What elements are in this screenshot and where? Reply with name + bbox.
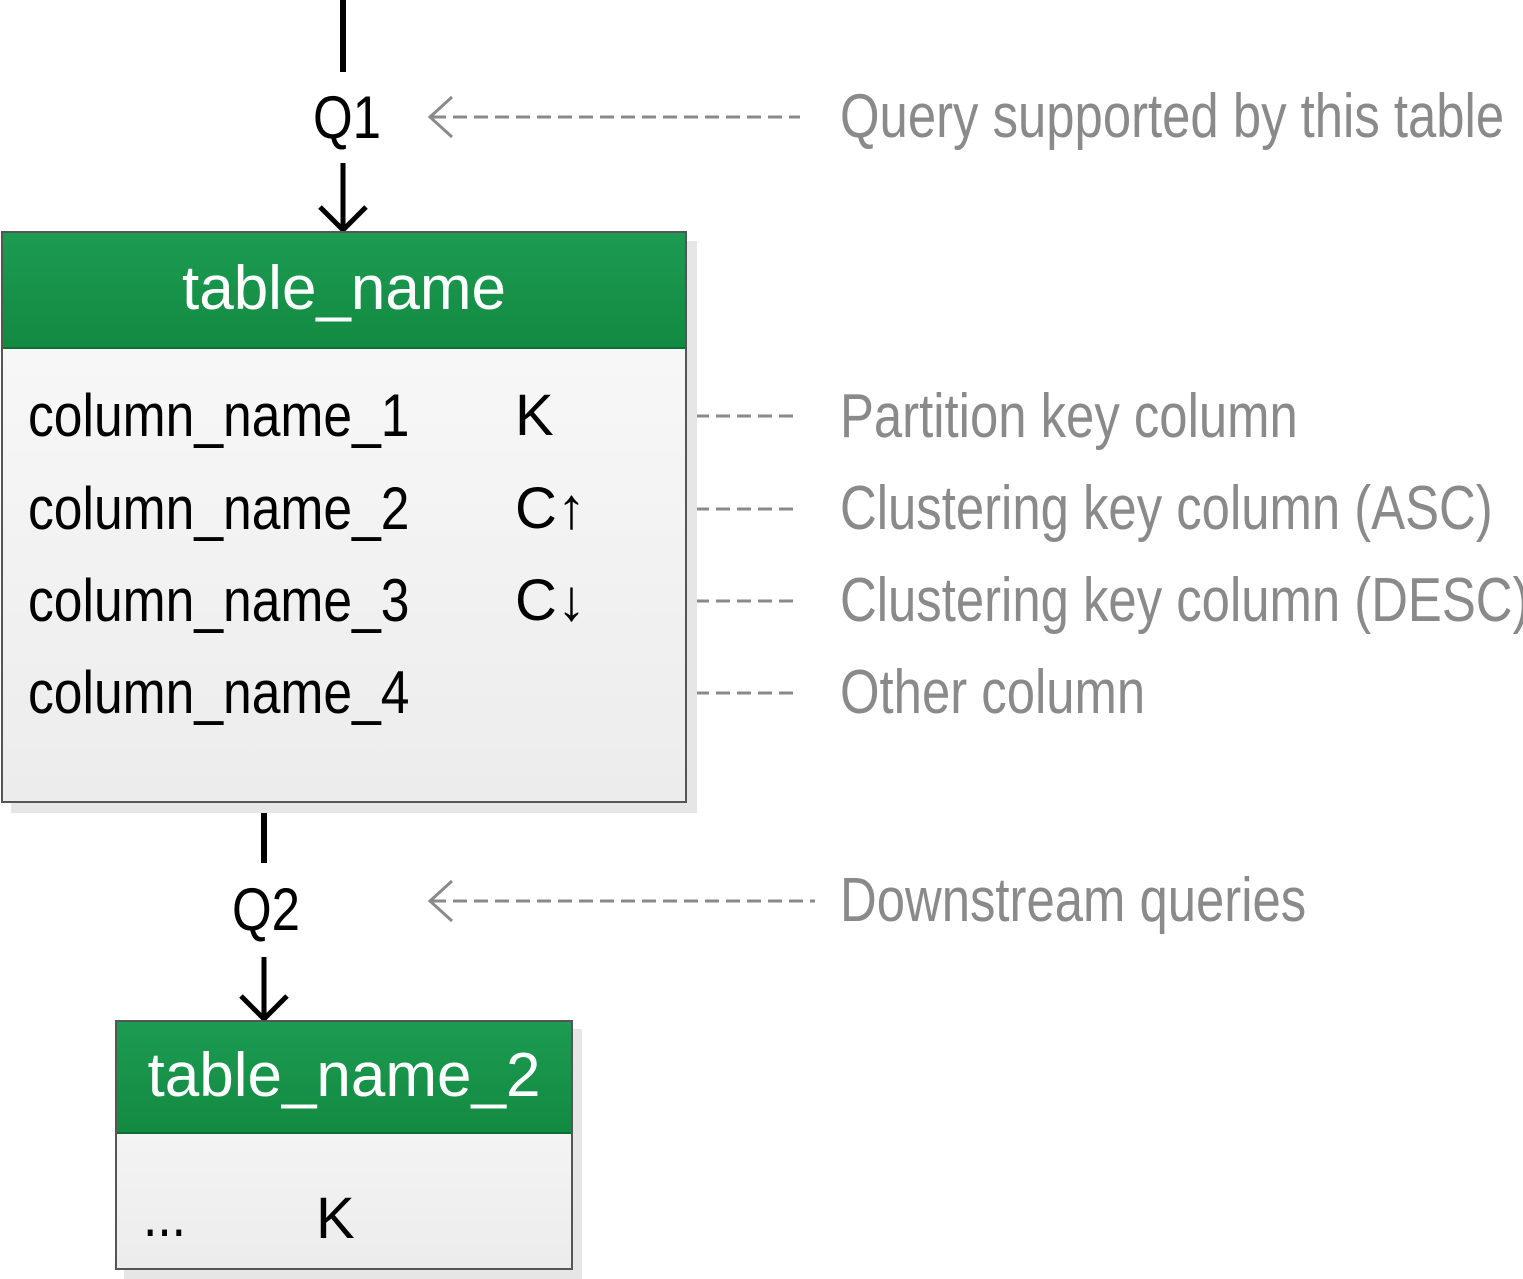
ellipsis-column: ... [143, 1182, 187, 1249]
q2-arrowhead [239, 994, 289, 1023]
callout-clustering-desc: Clustering key column (DESC) [840, 566, 1523, 635]
clustering-desc-marker: C↓ [515, 568, 586, 633]
table-2-title: table_name_2 [117, 1022, 571, 1134]
query-callout-arrowhead [427, 95, 454, 139]
column-name: column_name_4 [28, 659, 410, 726]
partition-key-marker: K [515, 383, 554, 448]
table-card: table_name [1, 231, 687, 803]
column-name: column_name_3 [28, 567, 410, 634]
table-title: table_name [3, 233, 685, 349]
partition-key-marker: K [316, 1186, 355, 1251]
query-label-q2: Q2 [232, 876, 301, 943]
downstream-callout-arrowhead [427, 879, 454, 923]
q1-arrowhead [318, 205, 368, 234]
callout-downstream: Downstream queries [840, 866, 1307, 935]
query-label-q1: Q1 [313, 84, 382, 151]
callout-query: Query supported by this table [840, 82, 1505, 151]
callout-clustering-asc: Clustering key column (ASC) [840, 474, 1493, 543]
callout-partition-key: Partition key column [840, 382, 1298, 451]
table-2-card: table_name_2 [115, 1020, 573, 1270]
column-name: column_name_1 [28, 382, 410, 449]
callout-other-column: Other column [840, 658, 1146, 727]
column-name: column_name_2 [28, 475, 410, 542]
clustering-asc-marker: C↑ [515, 476, 586, 541]
